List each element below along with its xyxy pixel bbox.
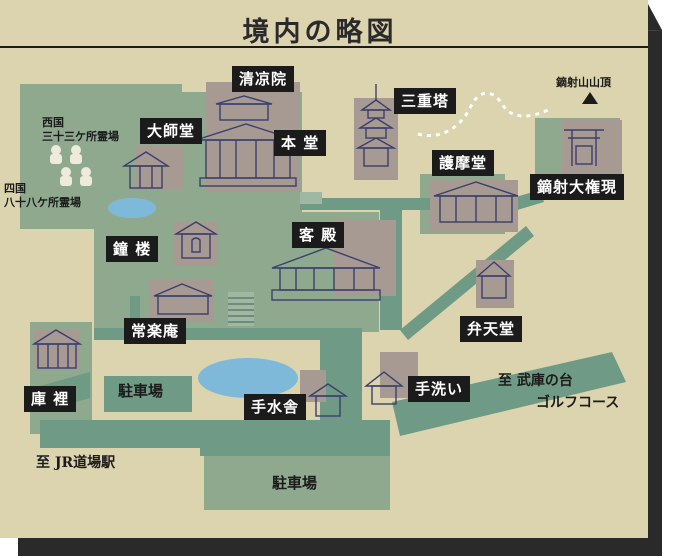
pond — [198, 358, 298, 398]
label-to-jr-station: 至 JR道場駅 — [36, 455, 116, 471]
label-sanjuto[interactable]: 三重塔 — [394, 88, 457, 114]
label-tekisan-summit: 鏑射山山頂 — [556, 76, 611, 89]
label-bentendo[interactable]: 弁天堂 — [460, 316, 523, 342]
label-to-golf-1: 至 武庫の台 — [498, 373, 573, 389]
label-saigoku-2: 三十三ケ所霊場 — [42, 130, 119, 143]
label-chozuya[interactable]: 手水舎 — [244, 394, 307, 420]
building-drawings — [31, 84, 604, 417]
building-footprints — [34, 82, 622, 402]
label-tearai[interactable]: 手洗い — [408, 376, 471, 402]
label-parking-lower: 駐車場 — [272, 474, 318, 492]
label-seiryoin[interactable]: 清凉院 — [232, 66, 295, 92]
title-underline — [0, 46, 648, 48]
label-gongen[interactable]: 鏑射大権現 — [530, 174, 625, 200]
summit-marker-icon — [582, 92, 598, 104]
label-gomado[interactable]: 護摩堂 — [432, 150, 495, 176]
label-kyakuden[interactable]: 客 殿 — [292, 222, 345, 248]
map-title: 境内の略図 — [242, 17, 398, 48]
label-shikoku-1: 四国 — [4, 182, 26, 195]
label-to-golf-2: ゴルフコース — [536, 395, 620, 411]
mountain-trail — [417, 91, 549, 137]
pilgrimage-statues — [50, 145, 92, 186]
label-parking-upper: 駐車場 — [118, 382, 164, 400]
small-pond — [108, 198, 156, 218]
label-shoro[interactable]: 鐘 楼 — [106, 236, 159, 262]
label-kuri[interactable]: 庫 裡 — [24, 386, 77, 412]
label-saigoku-1: 西国 — [42, 116, 64, 129]
pathways — [40, 190, 626, 456]
label-hondo[interactable]: 本 堂 — [274, 130, 327, 156]
label-jorakuan[interactable]: 常楽庵 — [124, 318, 187, 344]
step-lines — [228, 297, 254, 323]
label-daishido[interactable]: 大師堂 — [140, 118, 203, 144]
label-shikoku-2: 八十八ケ所霊場 — [4, 196, 81, 209]
